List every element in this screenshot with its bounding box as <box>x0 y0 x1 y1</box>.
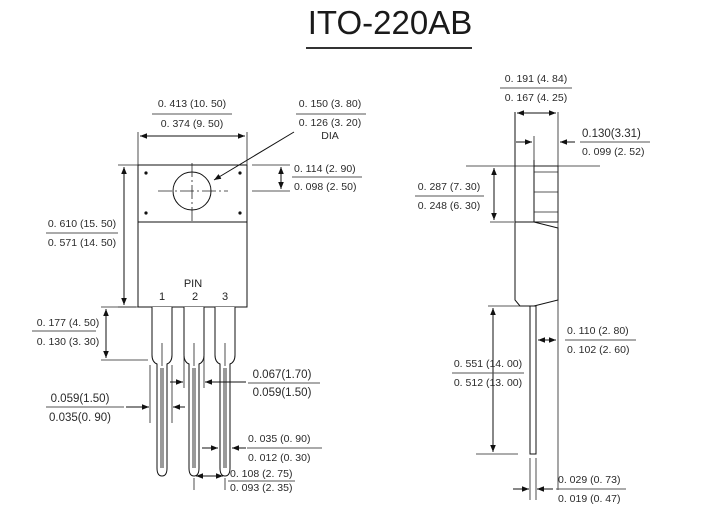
side-tab <box>533 165 559 223</box>
dim-lead-length-max: 0. 551 (14. 00) <box>454 358 522 370</box>
side-body <box>514 221 559 307</box>
dim-hole-dia-min: 0. 126 (3. 20) <box>299 117 361 129</box>
lead-2 <box>183 307 205 477</box>
dim-tab-thickness-max: 0.130(3.31) <box>582 128 641 140</box>
dim-hole-offset-max: 0. 114 (2. 90) <box>294 163 356 175</box>
dim-lead-width-min: 0. 012 (0. 30) <box>248 452 310 464</box>
dim-body-height-min: 0. 571 (14. 50) <box>48 237 116 249</box>
dim-lead-shoulder-min: 0. 130 (3. 30) <box>37 336 99 348</box>
pin-label: PIN <box>184 278 202 290</box>
pin-3-label: 3 <box>222 291 228 303</box>
dim-lead-offset-max: 0. 110 (2. 80) <box>567 325 629 337</box>
dim-lead-width-wide-min: 0.035(0. 90) <box>49 412 111 424</box>
title-underline <box>306 47 472 49</box>
dim-lead-width-max: 0. 035 (0. 90) <box>248 433 310 445</box>
lead-1 <box>151 307 173 477</box>
package-body <box>137 221 248 308</box>
dim-lead-width-pitch-min: 0.059(1.50) <box>253 387 312 399</box>
pin-2-label: 2 <box>192 291 198 303</box>
dim-lead-shoulder-max: 0. 177 (4. 50) <box>37 317 99 329</box>
dim-tab-height-max: 0. 287 (7. 30) <box>418 181 480 193</box>
front-view: PIN 1 2 3 0. 413 (10. 50) 0. 374 (9. 50) <box>32 98 366 494</box>
package-title: ITO-220AB <box>307 4 473 41</box>
mounting-tab <box>137 164 248 223</box>
dim-lead-thickness-min: 0. 019 (0. 47) <box>558 493 620 505</box>
dim-tab-height-min: 0. 248 (6. 30) <box>418 200 480 212</box>
dim-hole-dia-note: DIA <box>321 130 339 142</box>
side-view: 0. 191 (4. 84) 0. 167 (4. 25) 0.130(3.31… <box>415 73 650 505</box>
dim-lead-pitch-max: 0. 108 (2. 75) <box>230 468 292 480</box>
dim-body-width-max: 0. 413 (10. 50) <box>158 98 226 110</box>
dim-thickness-min: 0. 167 (4. 25) <box>505 92 567 104</box>
pin-1-label: 1 <box>159 291 165 303</box>
dim-hole-offset-min: 0. 098 (2. 50) <box>294 181 356 193</box>
dim-body-height-max: 0. 610 (15. 50) <box>48 218 116 230</box>
dim-tab-thickness-min: 0. 099 (2. 52) <box>582 146 644 158</box>
lead-3 <box>214 307 236 477</box>
dim-lead-width-pitch-max: 0.067(1.70) <box>253 369 312 381</box>
dim-body-width-min: 0. 374 (9. 50) <box>161 118 223 130</box>
side-lead <box>529 305 537 455</box>
dim-lead-width-wide-max: 0.059(1.50) <box>51 393 110 405</box>
dim-lead-offset-min: 0. 102 (2. 60) <box>567 344 629 356</box>
dim-lead-thickness-max: 0. 029 (0. 73) <box>558 474 620 486</box>
dim-lead-length-min: 0. 512 (13. 00) <box>454 377 522 389</box>
dim-lead-pitch-min: 0. 093 (2. 35) <box>230 482 292 494</box>
dim-thickness-max: 0. 191 (4. 84) <box>505 73 567 85</box>
dim-hole-dia-max: 0. 150 (3. 80) <box>299 98 361 110</box>
